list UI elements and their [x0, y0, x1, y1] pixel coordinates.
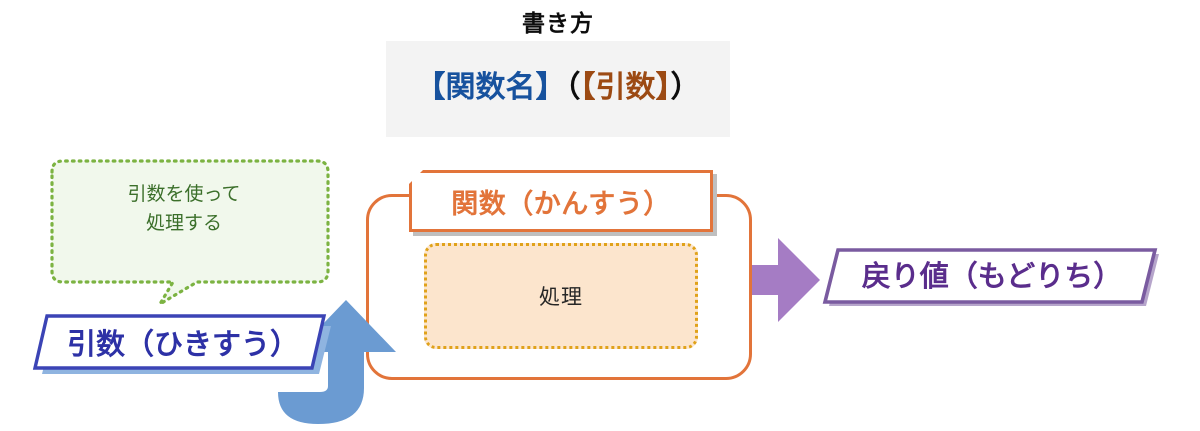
loop-arrow-shape	[278, 300, 396, 424]
syntax-function-name: 【関数名】	[415, 71, 566, 104]
hint-bubble-shape	[50, 159, 330, 306]
argument-banner	[18, 312, 348, 384]
process-box: 処理	[424, 243, 698, 349]
argument-banner-shape	[32, 314, 331, 374]
process-label: 処理	[539, 286, 583, 309]
function-header-box: 関数（かんすう）	[409, 170, 713, 232]
syntax-close-paren: ）	[670, 71, 701, 104]
return-banner	[812, 244, 1172, 316]
argument-banner-label: 引数（ひきすう）	[66, 329, 299, 361]
page-title: 書き方	[522, 10, 594, 36]
return-banner-shape	[822, 248, 1159, 306]
return-arrow-shape	[752, 238, 820, 322]
loop-arrow	[278, 296, 438, 424]
syntax-argument: 【引数】	[580, 71, 671, 104]
syntax-expression: 【関数名】（【引数】）	[386, 66, 730, 110]
return-arrow	[752, 238, 820, 322]
hint-bubble-label: 引数を使って 処理する	[127, 184, 241, 234]
hint-speech-bubble	[40, 158, 350, 308]
function-header-label: 関数（かんすう）	[451, 188, 671, 219]
syntax-open-paren: （	[565, 71, 581, 104]
syntax-panel	[386, 41, 730, 137]
return-banner-label: 戻り値（もどりち）	[861, 261, 1123, 293]
